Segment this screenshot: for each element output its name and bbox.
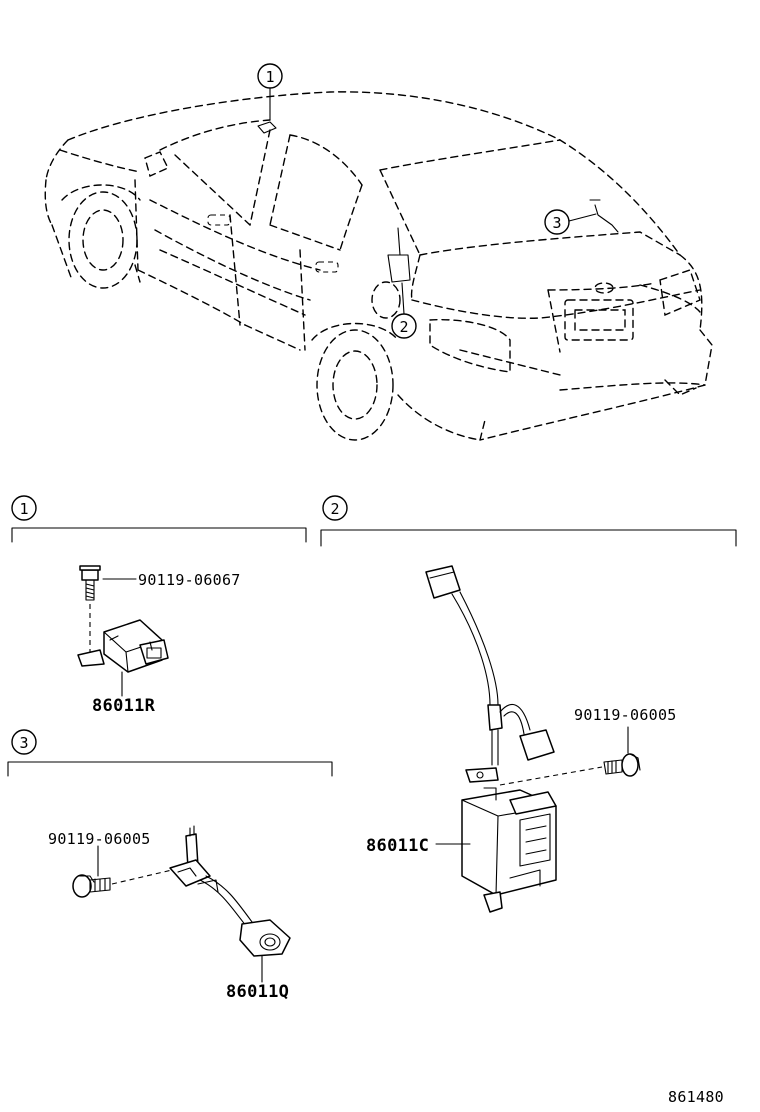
section-3: 3 90119-06005 86011Q xyxy=(7,729,333,1002)
bolt-90119-06005-sec3 xyxy=(72,874,111,898)
callout-1-number: 1 xyxy=(265,68,274,86)
bolt-90119-06005-sec2 xyxy=(603,753,641,777)
callout-2-number: 2 xyxy=(399,318,408,336)
section-2-number: 2 xyxy=(330,500,339,518)
sensor-86011Q xyxy=(169,825,291,957)
bolt-90119-06067 xyxy=(79,565,101,601)
part-number-90119-06005-sec3: 90119-06005 xyxy=(48,830,151,848)
part-number-90119-06005-sec2: 90119-06005 xyxy=(574,706,677,724)
diagram-id: 861480 xyxy=(668,1088,724,1106)
part-number-86011R: 86011R xyxy=(92,696,156,716)
callout-1: 1 xyxy=(257,63,283,121)
callout-2: 2 xyxy=(391,282,417,339)
part-number-86011Q: 86011Q xyxy=(226,982,289,1002)
callout-3: 3 xyxy=(544,209,597,235)
callout-3-number: 3 xyxy=(552,214,561,232)
car-illustration xyxy=(44,91,713,441)
section-1-number: 1 xyxy=(19,500,28,518)
part-number-86011C: 86011C xyxy=(366,836,429,856)
section-3-number: 3 xyxy=(19,734,28,752)
relay-86011R xyxy=(77,619,169,673)
section-1: 1 90119-06067 86011R xyxy=(11,495,307,716)
section-2: 2 xyxy=(320,495,737,913)
module-86011C xyxy=(425,565,557,913)
part-number-90119-06067: 90119-06067 xyxy=(138,571,241,589)
